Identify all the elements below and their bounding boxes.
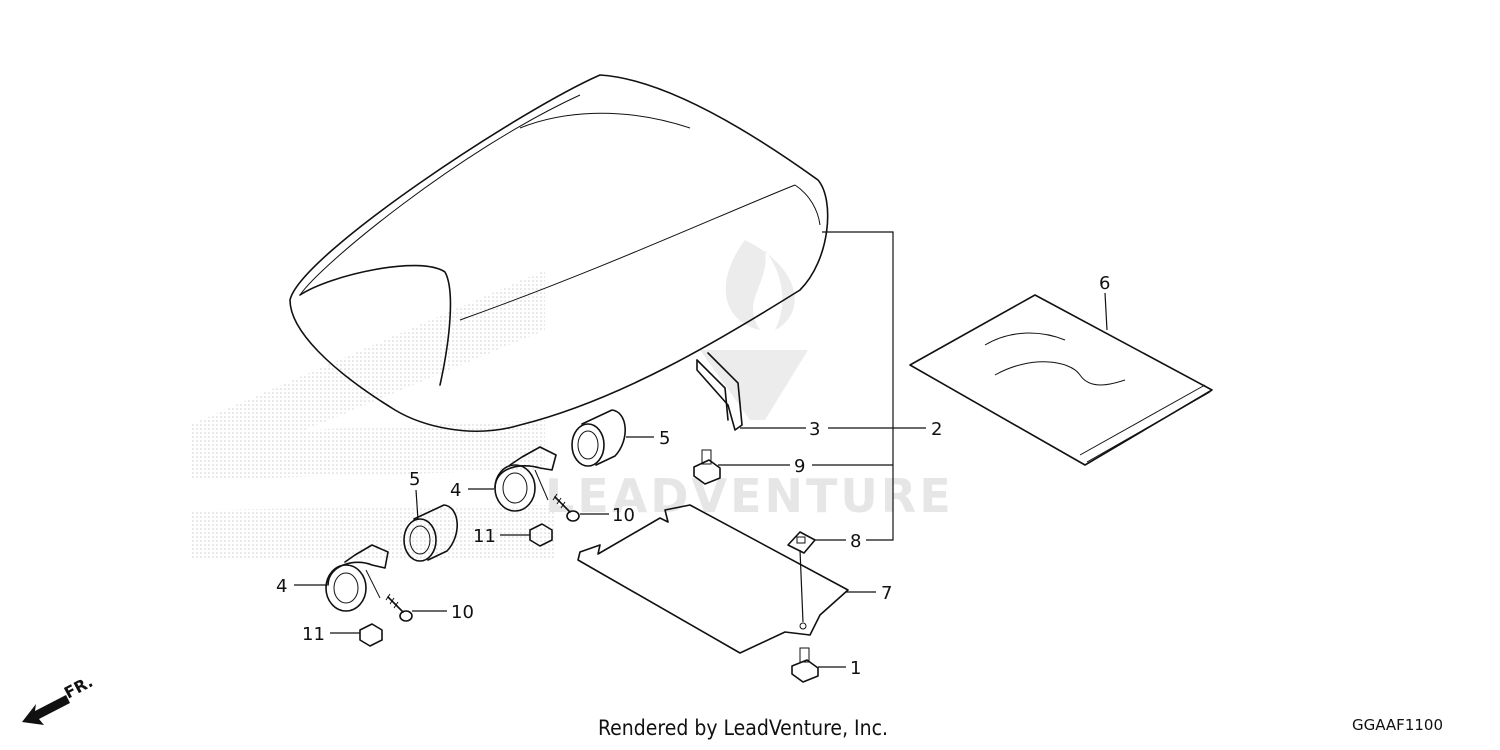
- callout-4-lower: 4: [276, 576, 287, 597]
- brand-watermark: LEADVENTURE: [545, 240, 954, 523]
- callout-8: 8: [850, 531, 861, 552]
- callout-5-upper: 5: [659, 428, 670, 449]
- bolt-part-1: [791, 647, 819, 683]
- dotted-logo-watermark: [190, 270, 555, 560]
- holder-part-4-lower: [325, 544, 389, 612]
- callout-4-upper: 4: [450, 480, 461, 501]
- callout-10-lower: 10: [451, 602, 474, 623]
- leader-lines: [294, 231, 1108, 668]
- callout-labels: 1 2 3 4 4 5 5 6 7 8 9 10 10 11 11: [276, 273, 1110, 679]
- callout-1: 1: [850, 658, 861, 679]
- callout-7: 7: [881, 583, 892, 604]
- screw-part-10-upper: [552, 493, 580, 522]
- callout-2: 2: [931, 419, 942, 440]
- callout-3: 3: [809, 419, 820, 440]
- collar-part-5-lower: [403, 504, 458, 562]
- nut-part-8: [787, 531, 816, 554]
- nut-part-11-upper: [529, 523, 553, 547]
- callout-11-lower: 11: [302, 624, 325, 645]
- callout-10-upper: 10: [612, 505, 635, 526]
- nut-part-11-lower: [359, 623, 383, 647]
- holder-part-4-upper: [494, 446, 557, 512]
- screw-part-10-lower: [385, 593, 413, 622]
- callout-6: 6: [1099, 273, 1110, 294]
- collar-part-5-upper: [571, 409, 626, 467]
- tray-plate-part: [577, 504, 849, 654]
- storage-bag-part: [909, 294, 1213, 466]
- wire-hook-part: [696, 352, 743, 431]
- seat-part: [289, 74, 829, 432]
- bolt-part-9: [693, 449, 721, 485]
- diagram-code: GGAAF1100: [1352, 716, 1443, 734]
- watermark-text: LEADVENTURE: [545, 469, 954, 523]
- render-credit: Rendered by LeadVenture, Inc.: [598, 716, 888, 740]
- callout-9: 9: [794, 456, 805, 477]
- callout-5-lower: 5: [409, 469, 420, 490]
- callout-11-upper: 11: [473, 526, 496, 547]
- front-direction-indicator: FR.: [22, 672, 96, 725]
- front-arrow-icon: [22, 695, 70, 725]
